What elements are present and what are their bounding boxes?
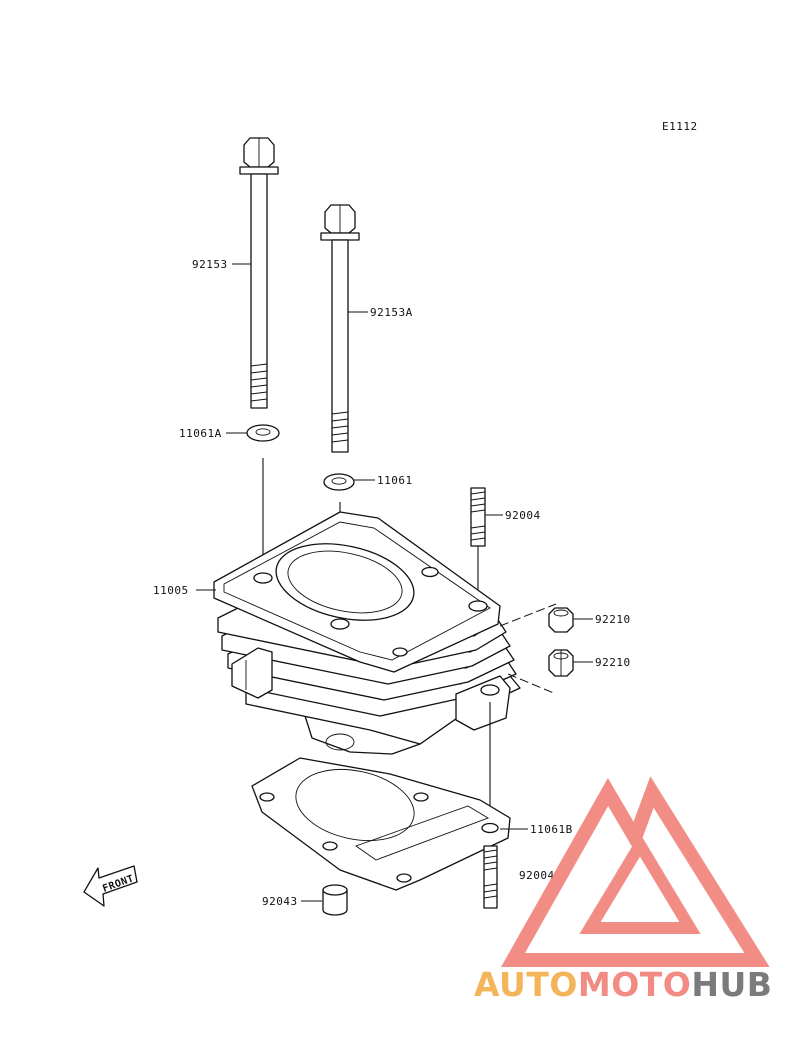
label-washer-left: 11061A bbox=[179, 427, 222, 440]
bolt-92153 bbox=[239, 137, 279, 409]
label-nut-lower: 92210 bbox=[595, 656, 631, 669]
label-stud-top: 92004 bbox=[505, 509, 541, 522]
label-washer-bottom: 11061B bbox=[530, 823, 573, 836]
label-dowel-pin: 92043 bbox=[262, 895, 298, 908]
stud-92004-top bbox=[470, 487, 486, 547]
label-stud-bottom: 92004 bbox=[519, 869, 555, 882]
base-gasket bbox=[251, 757, 511, 891]
label-washer-right: 11061 bbox=[377, 474, 413, 487]
washer-11061a bbox=[246, 424, 280, 442]
washer-11061 bbox=[323, 473, 355, 491]
watermark-text: AUTOMOTOHUB bbox=[474, 965, 772, 1004]
diagram-code: E1112 bbox=[662, 120, 698, 133]
cylinder-11005 bbox=[213, 511, 521, 755]
front-arrow-icon: FRONT bbox=[83, 865, 138, 907]
nut-92210-lower bbox=[548, 649, 574, 677]
label-bolt-short: 92153A bbox=[370, 306, 413, 319]
watermark-logo-icon bbox=[501, 776, 770, 967]
label-cylinder: 11005 bbox=[153, 584, 189, 597]
stud-92004-bottom bbox=[483, 845, 498, 909]
dowel-pin-92043 bbox=[322, 884, 348, 916]
nut-92210-upper bbox=[548, 607, 574, 633]
bolt-92153a bbox=[320, 204, 360, 453]
label-nut-upper: 92210 bbox=[595, 613, 631, 626]
label-bolt-long: 92153 bbox=[192, 258, 228, 271]
